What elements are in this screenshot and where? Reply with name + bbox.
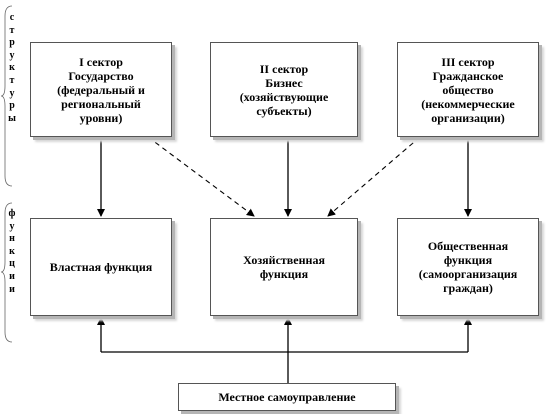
side-letter: ы [8, 112, 16, 124]
brace-structures [0, 5, 13, 187]
side-letter: н [9, 233, 15, 245]
side-letter: т [9, 74, 15, 86]
side-letter: к [9, 62, 15, 74]
side-letter: ф [8, 208, 16, 219]
social-function-box: Общественная функция (самоорганизация гр… [397, 218, 539, 316]
sector-1-text: I сектор Государство (федеральный и реги… [57, 55, 145, 125]
economic-function-box: Хозяйственная функция [210, 218, 358, 316]
sector-2-line: Бизнес [265, 75, 303, 90]
sector-2-text: II сектор Бизнес (хозяйствующие субъекты… [240, 62, 329, 118]
sector-1-line: уровни) [79, 110, 123, 125]
sector-3-text: III сектор Гражданское общество (некомме… [421, 55, 515, 125]
sector-2-line: субъекты) [256, 103, 312, 118]
sector-3-line: (некоммерческие [421, 96, 515, 111]
side-letter: ц [9, 258, 15, 270]
sector-2-line: (хозяйствующие [239, 89, 329, 104]
sector-3-line: организации) [431, 110, 505, 125]
sector-1-line: региональный [61, 96, 141, 111]
economic-function-text: Хозяйственная функция [243, 253, 325, 281]
side-letter: и [9, 283, 15, 295]
social-function-text: Общественная функция (самоорганизация гр… [419, 239, 518, 295]
economic-function-line: функция [259, 267, 309, 281]
social-function-line: функция [443, 253, 493, 267]
power-function-box: Властная функция [30, 218, 172, 316]
side-letter: с [9, 12, 15, 23]
side-label-structures: с т р у к т у р ы [5, 12, 19, 125]
local-government-box: Местное самоуправление [178, 383, 396, 411]
side-letter: р [9, 100, 15, 112]
side-letter: у [9, 87, 15, 99]
sector-1-box: I сектор Государство (федеральный и реги… [30, 42, 172, 137]
economic-function-line: Хозяйственная [243, 253, 325, 267]
sector-1-line: Государство [68, 68, 134, 83]
sector-3-line: общество [442, 82, 494, 97]
power-function-line: Властная функция [49, 260, 153, 274]
brace-functions [0, 202, 13, 343]
side-letter: у [9, 220, 15, 232]
sector-3-box: III сектор Гражданское общество (некомме… [397, 42, 539, 137]
dashed-sector1-to-economic [147, 136, 255, 217]
side-label-functions: ф у н к ц и и [5, 208, 19, 296]
power-function-text: Властная функция [50, 260, 153, 274]
sector-2-box: II сектор Бизнес (хозяйствующие субъекты… [210, 42, 358, 137]
side-letter: р [9, 37, 15, 49]
sector-3-line: III сектор [441, 54, 495, 69]
social-function-line: (самоорганизация [418, 267, 518, 281]
social-function-line: граждан) [443, 281, 493, 295]
side-letter: т [9, 24, 15, 36]
dashed-sector3-to-economic [327, 136, 421, 217]
sector-2-line: II сектор [259, 61, 309, 76]
side-letter: у [9, 49, 15, 61]
local-government-label: Местное самоуправление [218, 390, 356, 404]
sector-1-line: (федеральный и [57, 82, 145, 97]
social-function-line: Общественная [427, 239, 509, 253]
side-letter: и [9, 270, 15, 282]
sector-3-line: Гражданское [432, 68, 504, 83]
sector-1-line: I сектор [79, 54, 123, 69]
side-letter: к [9, 245, 15, 257]
